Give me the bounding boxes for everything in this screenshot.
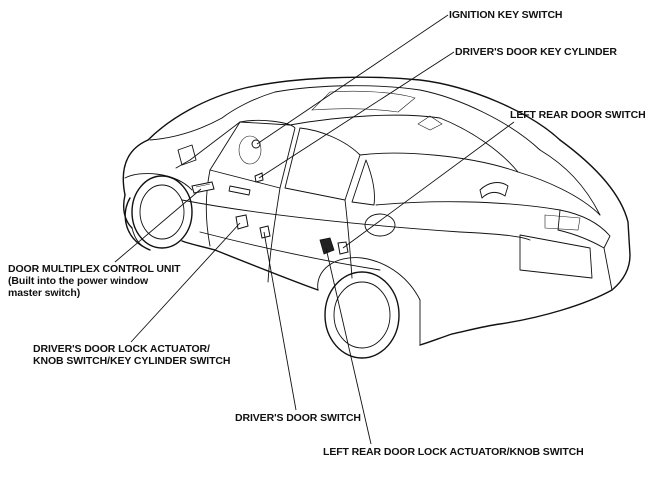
drivers-door-switch-part	[259, 225, 271, 239]
ignition-key-switch-part	[251, 139, 261, 149]
leader-door-switch	[263, 231, 297, 411]
left-rear-door-lock-actuator-part	[319, 237, 335, 255]
leader-lock-actuator	[130, 222, 241, 343]
label-drivers-door-lock-actuator: DRIVER'S DOOR LOCK ACTUATOR/ KNOB SWITCH…	[33, 343, 231, 367]
leader-lines	[114, 14, 515, 445]
door-multiplex-control-unit-part	[191, 181, 215, 194]
leader-key-cylinder	[258, 51, 455, 179]
label-left-rear-door-switch: LEFT REAR DOOR SWITCH	[510, 109, 646, 121]
rear-wheel	[317, 257, 421, 359]
leader-multiplex	[114, 188, 202, 263]
label-door-multiplex-control-unit: DOOR MULTIPLEX CONTROL UNIT (Built into …	[8, 263, 181, 299]
drivers-door-lock-actuator-part	[235, 214, 249, 230]
label-ignition-key-switch: IGNITION KEY SWITCH	[449, 9, 563, 21]
label-drivers-door-switch: DRIVER'S DOOR SWITCH	[235, 412, 361, 424]
leader-rear-lock-actuator	[325, 247, 372, 445]
leader-left-rear-door-switch	[342, 121, 515, 249]
car-body	[122, 76, 631, 346]
label-left-rear-door-lock-actuator: LEFT REAR DOOR LOCK ACTUATOR/KNOB SWITCH	[323, 446, 584, 458]
leader-ignition	[256, 14, 449, 145]
front-wheel	[124, 173, 193, 251]
label-drivers-door-key-cylinder: DRIVER'S DOOR KEY CYLINDER	[455, 46, 617, 58]
